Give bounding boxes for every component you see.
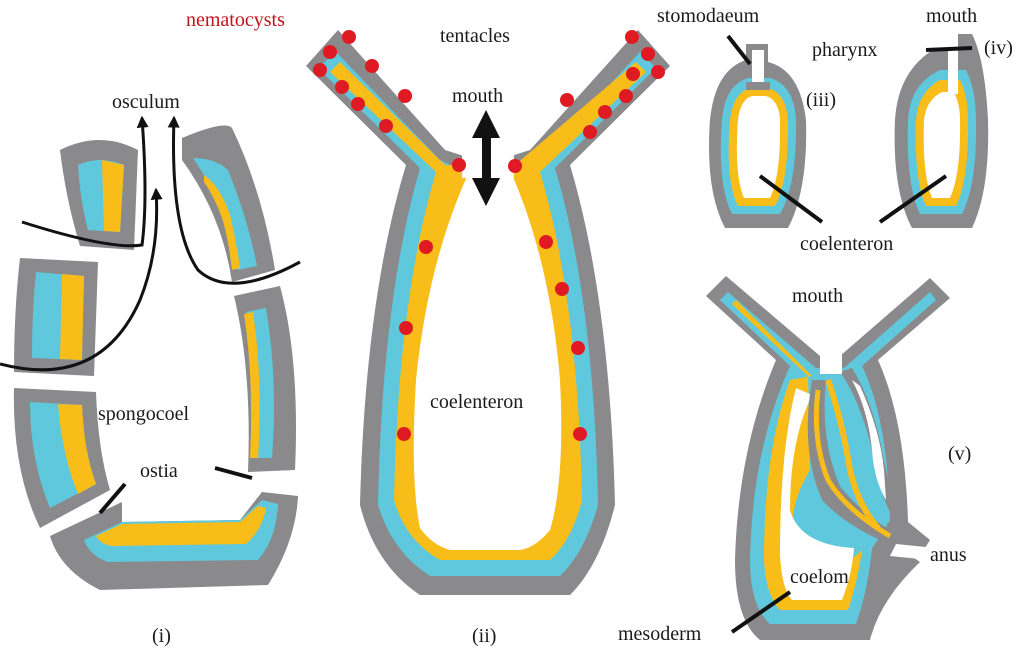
label-stomodaeum: stomodaeum xyxy=(657,5,760,27)
label-ostia: ostia xyxy=(140,460,178,482)
label-mesoderm: mesoderm xyxy=(618,623,702,645)
mouth-double-arrow xyxy=(472,110,500,206)
panel-label-i: (i) xyxy=(152,625,171,647)
sponge-wall-left-middle xyxy=(14,258,98,376)
mesoderm-pointer xyxy=(730,590,792,634)
label-mouth-v: mouth xyxy=(792,285,843,307)
gut-tube xyxy=(807,380,906,548)
coelenteron-pointer-iv xyxy=(878,174,948,224)
panel-label-iv: (iv) xyxy=(984,37,1013,59)
panel-ii-cnidarian: nematocysts tentacles mouth coelenteron … xyxy=(186,9,670,647)
label-coelom: coelom xyxy=(790,566,849,588)
coelom-cavity xyxy=(780,388,854,600)
label-coelenteron-ii: coelenteron xyxy=(430,391,523,413)
water-flow-arrows xyxy=(0,115,301,372)
panel-label-v: (v) xyxy=(948,443,971,465)
ostia-pointer-right xyxy=(214,466,253,480)
label-osculum: osculum xyxy=(112,91,180,113)
sponge-wall-left-top xyxy=(60,140,138,250)
stomodaeum-pointer xyxy=(726,34,752,66)
label-spongocoel: spongocoel xyxy=(98,403,190,425)
label-nematocysts: nematocysts xyxy=(186,9,285,31)
coelenteron-pointer-iii xyxy=(758,174,824,224)
panel-iv-pharynx: mouth pharynx (iv) coelenteron xyxy=(800,5,1013,255)
sponge-wall-right-lower xyxy=(234,286,296,472)
label-coelenteron-iii-iv: coelenteron xyxy=(800,233,893,255)
sponge-wall-right-upper xyxy=(182,125,275,283)
label-pharynx: pharynx xyxy=(812,39,878,61)
panel-v-coelomate: mouth anus coelom mesoderm (v) xyxy=(618,276,971,645)
panel-iii-stomodaeum: stomodaeum (iii) xyxy=(657,5,836,228)
ostia-pointer-left xyxy=(98,482,127,515)
sponge-wall-left-lower xyxy=(13,388,110,528)
label-mouth-ii: mouth xyxy=(452,85,503,107)
panel-label-ii: (ii) xyxy=(472,625,496,647)
label-mouth-iv: mouth xyxy=(926,5,977,27)
label-tentacles: tentacles xyxy=(440,25,510,47)
nematocysts xyxy=(313,30,665,441)
panel-i-sponge: osculum spongocoel ostia (i) xyxy=(0,91,301,647)
sponge-base xyxy=(50,492,298,590)
panel-label-iii: (iii) xyxy=(806,89,836,111)
label-anus: anus xyxy=(930,544,967,566)
polyp-coelenteron xyxy=(413,170,562,550)
pharynx-pointer xyxy=(925,46,973,52)
